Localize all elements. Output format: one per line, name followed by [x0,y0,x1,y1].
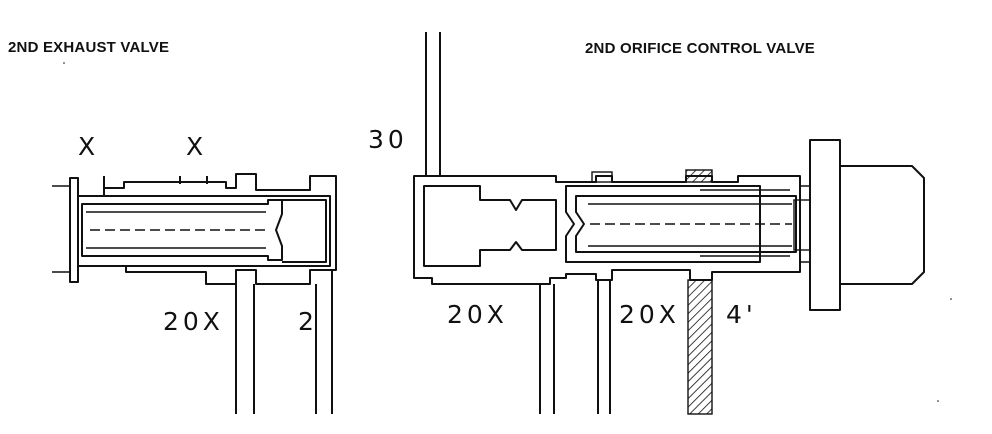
port-label-2: 2 [298,307,318,336]
port-label-20x-exhaust: 20X [163,307,224,336]
exhaust-valve-title: 2ND EXHAUST VALVE [8,39,169,56]
exhaust-valve [52,173,337,414]
orifice-control-valve [413,32,925,415]
orifice-end-flange [809,139,841,311]
port-label-x-right: X [186,132,207,161]
port-label-20x-orifice-left: 20X [447,300,508,329]
port-label-4-prime: 4' [726,300,757,329]
hatched-passage-4-prime [687,279,713,415]
exhaust-end-plate [69,177,79,283]
port-label-30: 30 [368,125,408,154]
orifice-control-valve-title: 2ND ORIFICE CONTROL VALVE [585,40,815,57]
port-label-20x-orifice-right: 20X [619,300,680,329]
port-label-x-left: X [78,132,99,161]
